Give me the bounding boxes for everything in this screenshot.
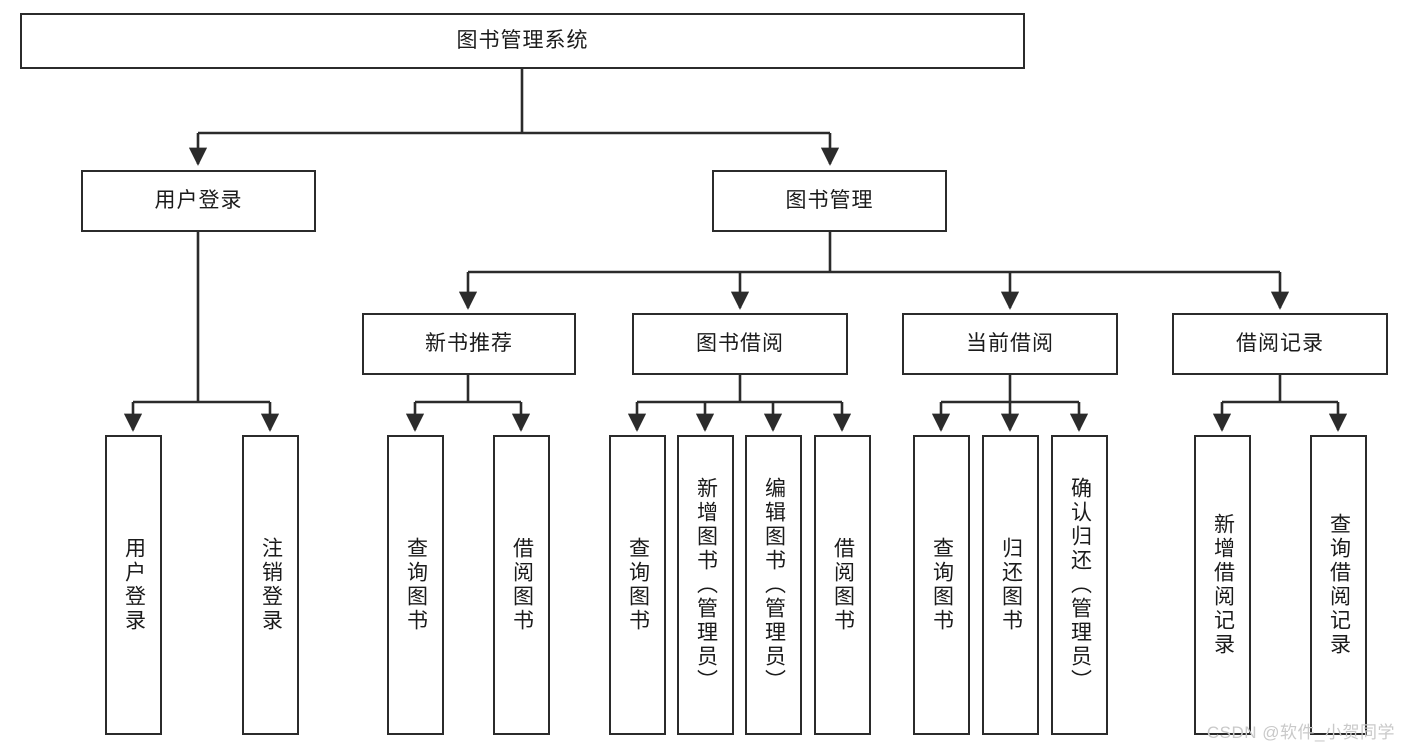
leaf-book-borrow-query[interactable]: 查询图书 bbox=[609, 435, 666, 735]
leaf-label: 新增图书（管理员） bbox=[694, 477, 718, 693]
leaf-book-borrow-edit[interactable]: 编辑图书（管理员） bbox=[745, 435, 802, 735]
leaf-borrow-record-query[interactable]: 查询借阅记录 bbox=[1310, 435, 1367, 735]
leaf-label: 新增借阅记录 bbox=[1211, 513, 1235, 657]
leaf-label: 借阅图书 bbox=[510, 537, 534, 633]
node-book-management[interactable]: 图书管理 bbox=[712, 170, 947, 232]
leaf-user-login-login[interactable]: 用户登录 bbox=[105, 435, 162, 735]
node-user-login[interactable]: 用户登录 bbox=[81, 170, 316, 232]
leaf-new-book-query[interactable]: 查询图书 bbox=[387, 435, 444, 735]
node-new-book-recommend-label: 新书推荐 bbox=[425, 331, 513, 355]
watermark-text: CSDN @软件_小贺同学 bbox=[1206, 723, 1395, 742]
node-borrow-record-label: 借阅记录 bbox=[1236, 331, 1324, 355]
leaf-current-borrow-query[interactable]: 查询图书 bbox=[913, 435, 970, 735]
leaf-borrow-record-add[interactable]: 新增借阅记录 bbox=[1194, 435, 1251, 735]
node-root-label: 图书管理系统 bbox=[456, 28, 589, 52]
leaf-label: 用户登录 bbox=[122, 537, 146, 633]
leaf-label: 查询借阅记录 bbox=[1327, 513, 1351, 657]
node-current-borrow[interactable]: 当前借阅 bbox=[902, 313, 1118, 375]
node-current-borrow-label: 当前借阅 bbox=[966, 331, 1054, 355]
leaf-label: 注销登录 bbox=[259, 537, 283, 633]
leaf-current-borrow-confirm[interactable]: 确认归还（管理员） bbox=[1051, 435, 1108, 735]
node-book-borrow[interactable]: 图书借阅 bbox=[632, 313, 848, 375]
node-user-login-label: 用户登录 bbox=[154, 188, 243, 212]
leaf-label: 归还图书 bbox=[999, 537, 1023, 633]
node-root[interactable]: 图书管理系统 bbox=[20, 13, 1025, 69]
leaf-current-borrow-return[interactable]: 归还图书 bbox=[982, 435, 1039, 735]
leaf-label: 查询图书 bbox=[930, 537, 954, 633]
leaf-new-book-borrow[interactable]: 借阅图书 bbox=[493, 435, 550, 735]
leaf-label: 查询图书 bbox=[404, 537, 428, 633]
leaf-label: 确认归还（管理员） bbox=[1068, 477, 1092, 693]
leaf-label: 查询图书 bbox=[626, 537, 650, 633]
leaf-label: 借阅图书 bbox=[831, 537, 855, 633]
leaf-book-borrow-borrow[interactable]: 借阅图书 bbox=[814, 435, 871, 735]
leaf-user-login-logout[interactable]: 注销登录 bbox=[242, 435, 299, 735]
node-new-book-recommend[interactable]: 新书推荐 bbox=[362, 313, 576, 375]
leaf-label: 编辑图书（管理员） bbox=[762, 477, 786, 693]
leaf-book-borrow-add[interactable]: 新增图书（管理员） bbox=[677, 435, 734, 735]
node-book-management-label: 图书管理 bbox=[785, 188, 874, 212]
node-borrow-record[interactable]: 借阅记录 bbox=[1172, 313, 1388, 375]
node-book-borrow-label: 图书借阅 bbox=[696, 331, 784, 355]
